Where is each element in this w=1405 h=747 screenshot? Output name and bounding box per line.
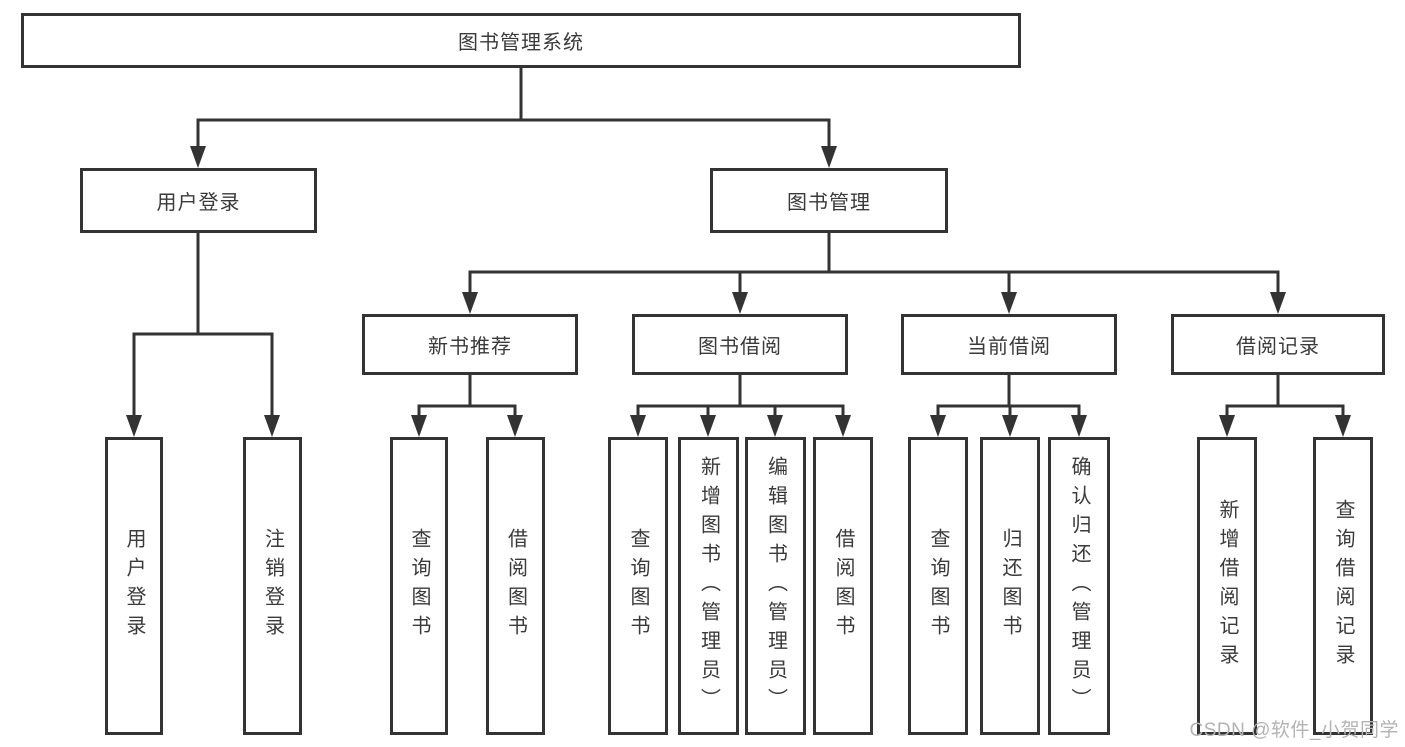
leaf-recommend-borrow-books: 借阅图书 xyxy=(486,437,545,735)
connector-root-to-level2 xyxy=(190,66,837,168)
leaf-borrowing-query-books: 查询图书 xyxy=(608,437,668,735)
csdn-watermark: CSDN @软件_小贺同学 xyxy=(1189,720,1399,741)
connector-current-borrowing-children xyxy=(930,373,1087,437)
leaf-logout: 注销登录 xyxy=(243,437,302,735)
node-book-management: 图书管理 xyxy=(710,168,948,233)
leaf-borrowing-edit-books-admin: 编辑图书（管理员） xyxy=(745,437,806,735)
connector-book-management-children xyxy=(462,231,1286,314)
leaf-records-add-record: 新增借阅记录 xyxy=(1197,437,1257,735)
leaf-current-query-books: 查询图书 xyxy=(908,437,968,735)
connector-book-borrowing-children xyxy=(630,373,851,437)
node-user-login: 用户登录 xyxy=(80,168,317,233)
leaf-borrowing-borrow-books: 借阅图书 xyxy=(813,437,873,735)
leaf-user-login: 用户登录 xyxy=(105,437,163,735)
connector-borrow-records-children xyxy=(1219,373,1351,437)
leaf-current-return-books: 归还图书 xyxy=(980,437,1040,735)
node-current-borrowing: 当前借阅 xyxy=(901,314,1117,375)
node-book-borrowing: 图书借阅 xyxy=(632,314,848,375)
node-root: 图书管理系统 xyxy=(21,13,1021,68)
node-new-book-recommend: 新书推荐 xyxy=(362,314,578,375)
leaf-records-query-record: 查询借阅记录 xyxy=(1313,437,1373,735)
node-borrow-records: 借阅记录 xyxy=(1171,314,1385,375)
leaf-current-confirm-return-admin: 确认归还（管理员） xyxy=(1048,437,1110,735)
leaf-recommend-query-books: 查询图书 xyxy=(390,437,448,735)
connector-new-book-recommend-children xyxy=(411,373,523,437)
leaf-borrowing-add-books-admin: 新增图书（管理员） xyxy=(678,437,739,735)
connector-user-login-children xyxy=(126,231,280,437)
